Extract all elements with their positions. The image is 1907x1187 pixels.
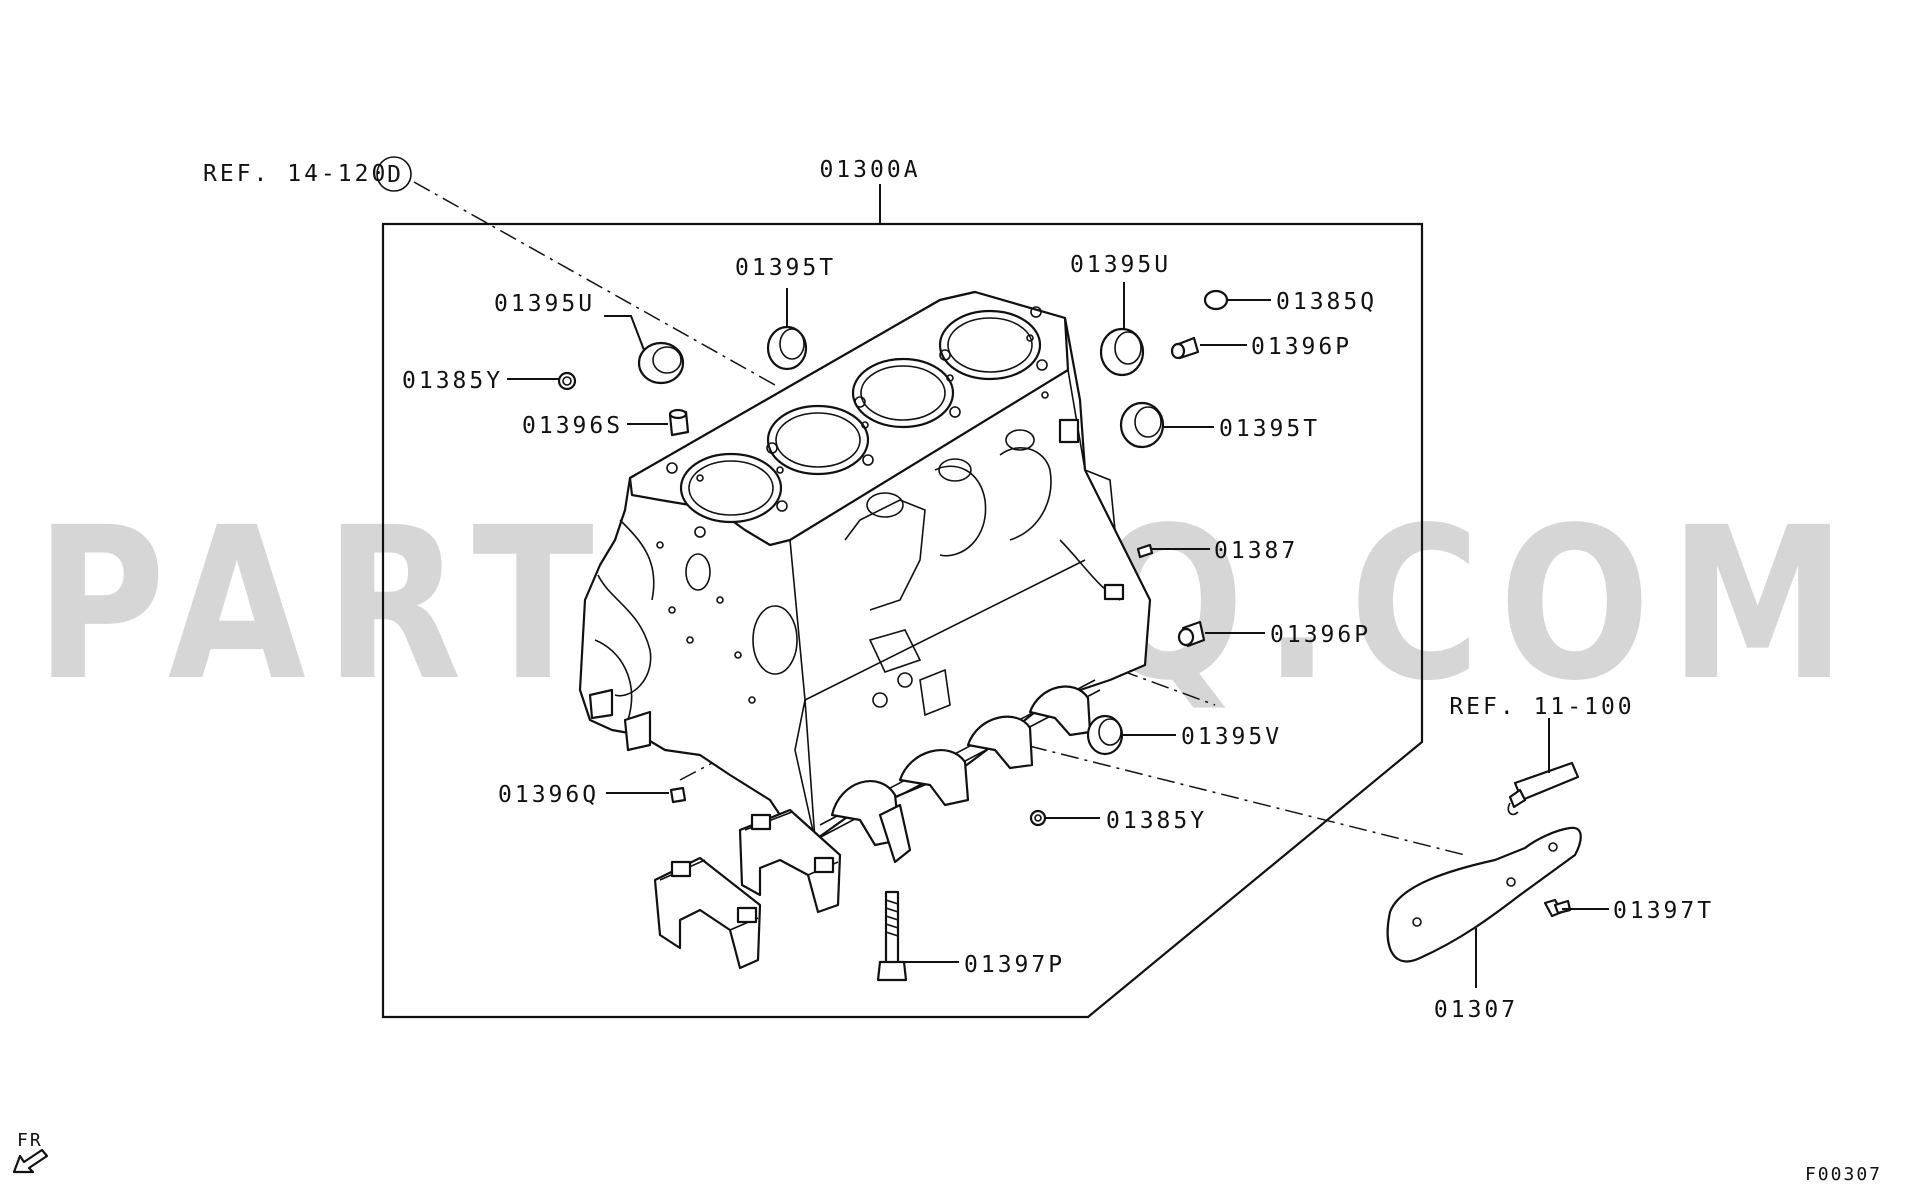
ref-d-centerline [413,181,776,386]
callout-01397P: 01397P [964,952,1065,978]
plug-01395U-top [1099,327,1145,377]
bolt-01397P [876,890,908,982]
callout-01395T-top: 01395T [735,255,836,281]
callout-01395T-right: 01395T [1219,416,1320,442]
dowel-01396P-right [1177,620,1206,648]
bearing-caps [653,803,912,970]
callout-01307: 01307 [1434,997,1518,1023]
ref-11-100-sealant-tube [1507,761,1580,816]
dowel-01396Q [669,786,687,804]
ref-14-120-label: REF. 14-120 [203,161,388,187]
dowel-01396P-top [1170,336,1200,360]
plug-01385Y-left [557,371,577,391]
callout-01396Q: 01396Q [498,782,599,808]
group-label: 01300A [819,157,920,183]
callout-01385Y-left: 01385Y [402,368,503,394]
callout-01396P-right: 01396P [1270,622,1371,648]
ref-14-120: REF. 14-120 D [203,156,412,192]
callout-01396S: 01396S [522,413,623,439]
ref-11-100-label: REF. 11-100 [1449,694,1634,720]
leader-lines [507,282,1609,988]
cylinder-block [578,290,1152,847]
ref-14-120-circle-letter: D [387,162,401,188]
callout-01385Y-bottom: 01385Y [1106,808,1207,834]
callout-01396P-top: 01396P [1251,334,1352,360]
dowel-01396S [668,408,690,437]
callout-01395V: 01395V [1181,724,1282,750]
plug-01395T-top [766,325,808,371]
plug-01385Y-bottom [1029,809,1047,827]
callout-01387: 01387 [1214,538,1298,564]
front-direction-arrow: FR [12,1130,49,1174]
plug-01395U-left [637,341,685,385]
oil-baffle-01307 [1386,826,1582,963]
callout-01395U-left: 01395U [494,291,595,317]
pin-01387 [1136,543,1154,559]
callout-01397T: 01397T [1613,898,1714,924]
front-direction-label: FR [17,1130,43,1151]
callout-01385Q: 01385Q [1276,289,1377,315]
plug-01395V [1086,714,1124,756]
group-frame [381,222,1424,1019]
plug-01395T-right [1119,401,1165,449]
plug-01385Q [1203,289,1229,311]
figure-code: F00307 [1805,1164,1882,1185]
callout-01395U-top: 01395U [1070,252,1171,278]
